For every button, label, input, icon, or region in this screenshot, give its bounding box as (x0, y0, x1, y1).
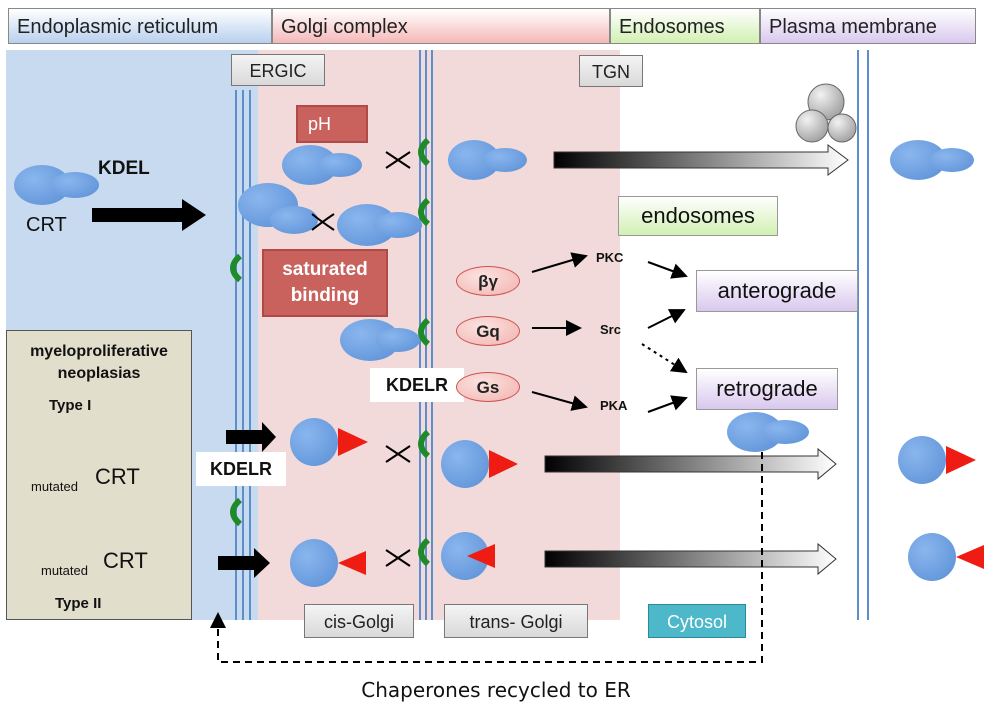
recycling-path (210, 452, 763, 663)
endosomes-box: endosomes (618, 196, 778, 236)
header-er: Endoplasmic reticulum (8, 8, 272, 44)
transport-arrows (92, 199, 276, 578)
kdelr-label-er: KDELR (196, 452, 286, 486)
mpn-mutated-1: mutated (31, 479, 78, 494)
ergic-label: ERGIC (231, 54, 325, 86)
tgn-label: TGN (579, 55, 643, 87)
header-endosomes: Endosomes (610, 8, 760, 44)
mpn-type-1: Type I (49, 397, 92, 414)
kinase-pkc: PKC (596, 250, 624, 265)
kdelr-label-golgi: KDELR (370, 368, 464, 402)
mpn-type-2: Type II (55, 595, 102, 612)
mpn-title: myeloproliferative neoplasias (30, 343, 168, 382)
saturated-binding-box: saturated binding (262, 249, 388, 317)
header-plasma-membrane: Plasma membrane (760, 8, 976, 44)
anterograde-gradient-arrows (544, 144, 849, 576)
recycled-caption: Chaperones recycled to ER (361, 678, 631, 702)
golgi-region (258, 50, 620, 620)
mpn-crt-2: CRT (103, 548, 148, 573)
cis-golgi-label: cis-Golgi (304, 604, 414, 638)
mpn-mutated-2: mutated (41, 563, 88, 578)
signaling-arrows (531, 252, 688, 413)
secretory-granules (795, 83, 857, 143)
ph-box: pH (296, 105, 368, 143)
kdel-receptors (230, 137, 431, 567)
binding-marks (311, 151, 411, 567)
kdel-label: KDEL (98, 158, 150, 179)
mpn-crt-1: CRT (95, 464, 140, 489)
kinase-pka: PKA (600, 398, 628, 413)
g-protein-gq: Gq (456, 316, 520, 346)
crt-blobs (14, 140, 974, 452)
anterograde-box: anterograde (696, 270, 858, 312)
trans-golgi-label: trans- Golgi (444, 604, 588, 638)
g-protein-gs: Gs (456, 372, 520, 402)
crt-label: CRT (26, 214, 67, 236)
ph-label: pH (308, 114, 332, 134)
src-retrograde-dotted-arrow (641, 343, 688, 374)
retrograde-box: retrograde (696, 368, 838, 410)
kinase-src: Src (600, 322, 621, 337)
g-protein-beta-gamma: βγ (456, 266, 520, 296)
mpn-panel: myeloproliferative neoplasias Type I mut… (6, 330, 192, 620)
header-golgi: Golgi complex (272, 8, 610, 44)
cytosol-label: Cytosol (648, 604, 746, 638)
